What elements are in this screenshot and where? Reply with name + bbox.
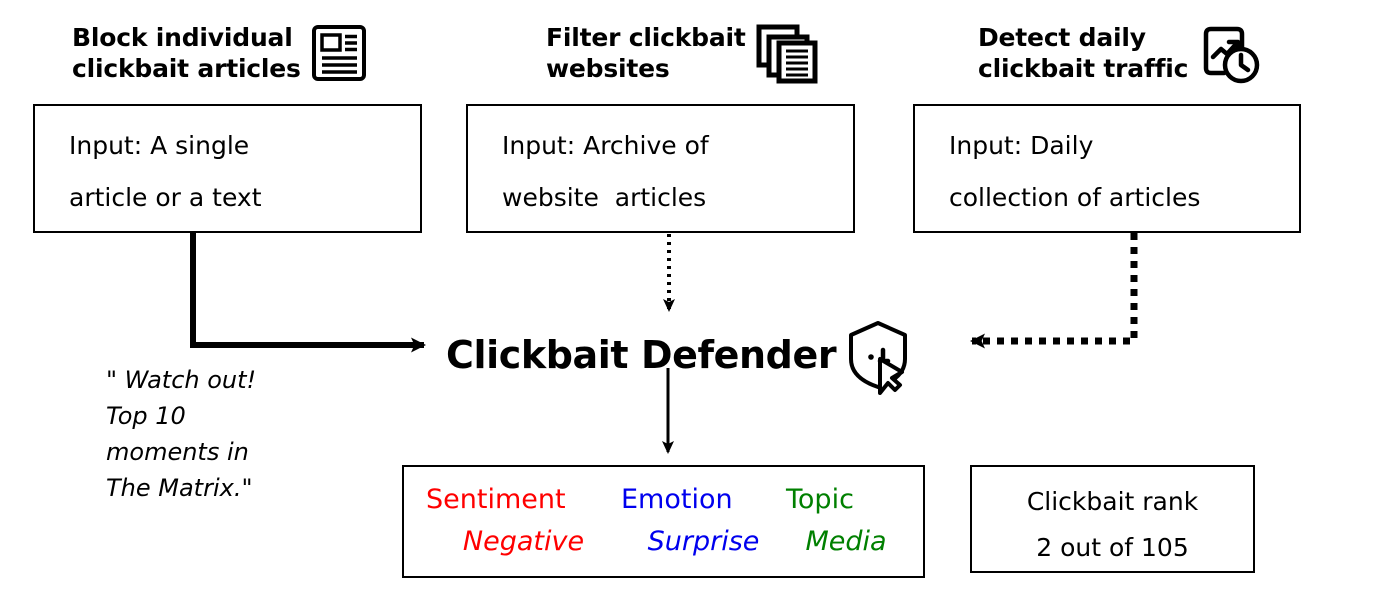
result-value: Surprise (647, 526, 760, 557)
result-topic: Topic Media (786, 479, 906, 576)
input-line: Input: Daily (949, 131, 1094, 160)
rank-value: 2 out of 105 (1036, 533, 1189, 562)
clickbait-defender-label: Clickbait Defender (446, 333, 837, 377)
input-line: collection of articles (949, 183, 1201, 212)
result-label: Emotion (621, 484, 733, 515)
result-value: Media (805, 526, 887, 557)
column-title-filter-websites: Filter clickbait websites (546, 23, 746, 83)
input-box-block-articles: Input: A single article or a text (33, 104, 422, 233)
input-line: website articles (502, 183, 707, 212)
result-sentiment: Sentiment Negative (404, 479, 621, 576)
column-header-filter-websites: Filter clickbait websites (546, 22, 818, 86)
column-title-detect-traffic: Detect daily clickbait traffic (978, 23, 1189, 83)
edge-detect-traffic-to-defender (970, 233, 1138, 349)
input-box-filter-websites: Input: Archive of website articles (466, 104, 855, 233)
chart-clock-icon (1198, 24, 1262, 86)
column-header-detect-traffic: Detect daily clickbait traffic (978, 22, 1262, 86)
result-value: Negative (462, 526, 585, 557)
clickbait-rank-box: Clickbait rank 2 out of 105 (970, 465, 1255, 573)
stacked-documents-icon (756, 24, 818, 86)
column-title-block-articles: Block individual clickbait articles (72, 23, 301, 83)
input-line: article or a text (69, 183, 262, 212)
shield-cursor-icon (842, 315, 914, 395)
results-box: Sentiment Negative Emotion Surprise Topi… (402, 465, 925, 578)
input-box-detect-traffic: Input: Daily collection of articles (913, 104, 1301, 233)
input-line: Input: A single (69, 131, 250, 160)
article-icon (311, 24, 367, 82)
result-label: Topic (786, 484, 854, 515)
rank-title: Clickbait rank (1026, 487, 1199, 516)
result-label: Sentiment (426, 484, 566, 515)
clickbait-defender-node[interactable]: Clickbait Defender (446, 315, 914, 395)
input-line: Input: Archive of (502, 131, 709, 160)
column-header-block-articles: Block individual clickbait articles (72, 22, 367, 84)
result-emotion: Emotion Surprise (621, 479, 786, 576)
example-clickbait-quote: " Watch out! Top 10 moments in The Matri… (106, 366, 257, 502)
edge-block-articles-to-defender (190, 233, 426, 353)
